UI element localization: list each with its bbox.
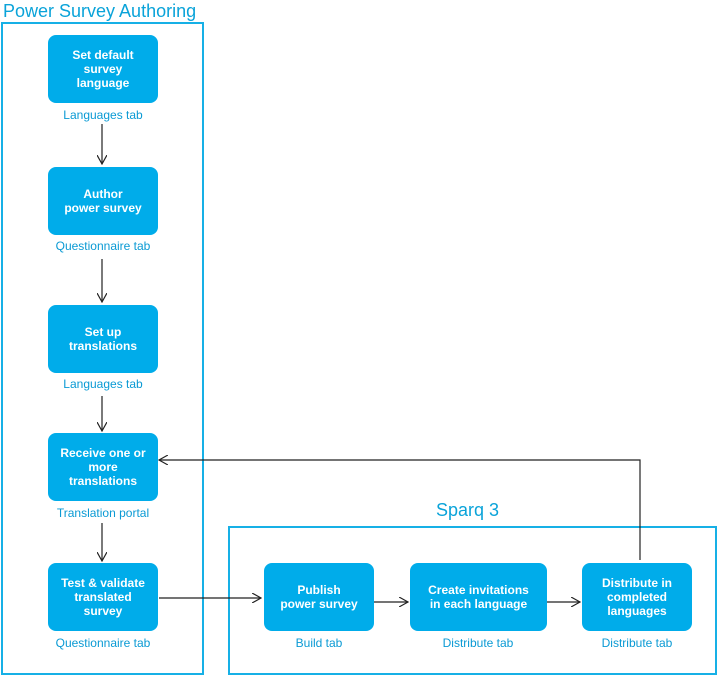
caption-receive-translations: Translation portal — [56, 506, 150, 520]
step-publish: Publish power survey — [264, 563, 374, 631]
arrow-distribute-to-receive — [159, 460, 641, 560]
step-create-invitations: Create invitations in each language — [410, 563, 547, 631]
step-test-validate: Test & validate translated survey — [48, 563, 158, 631]
sparq-group-title: Sparq 3 — [436, 500, 500, 520]
step-set-up-translations: Set up translations — [48, 305, 158, 373]
caption-test-validate: Questionnaire tab — [55, 636, 151, 650]
caption-author-survey: Questionnaire tab — [55, 239, 151, 253]
sparq-group-frame — [228, 526, 717, 675]
step-set-default-language: Set default survey language — [48, 35, 158, 103]
authoring-group-frame — [1, 22, 204, 675]
caption-set-default-language: Languages tab — [63, 108, 143, 122]
authoring-group-title: Power Survey Authoring — [3, 1, 197, 21]
caption-create-invitations: Distribute tab — [442, 636, 514, 650]
step-receive-translations: Receive one or more translations — [48, 433, 158, 501]
caption-publish: Build tab — [295, 636, 343, 650]
caption-distribute: Distribute tab — [601, 636, 673, 650]
step-distribute: Distribute in completed languages — [582, 563, 692, 631]
step-author-survey: Author power survey — [48, 167, 158, 235]
caption-set-up-translations: Languages tab — [63, 377, 143, 391]
